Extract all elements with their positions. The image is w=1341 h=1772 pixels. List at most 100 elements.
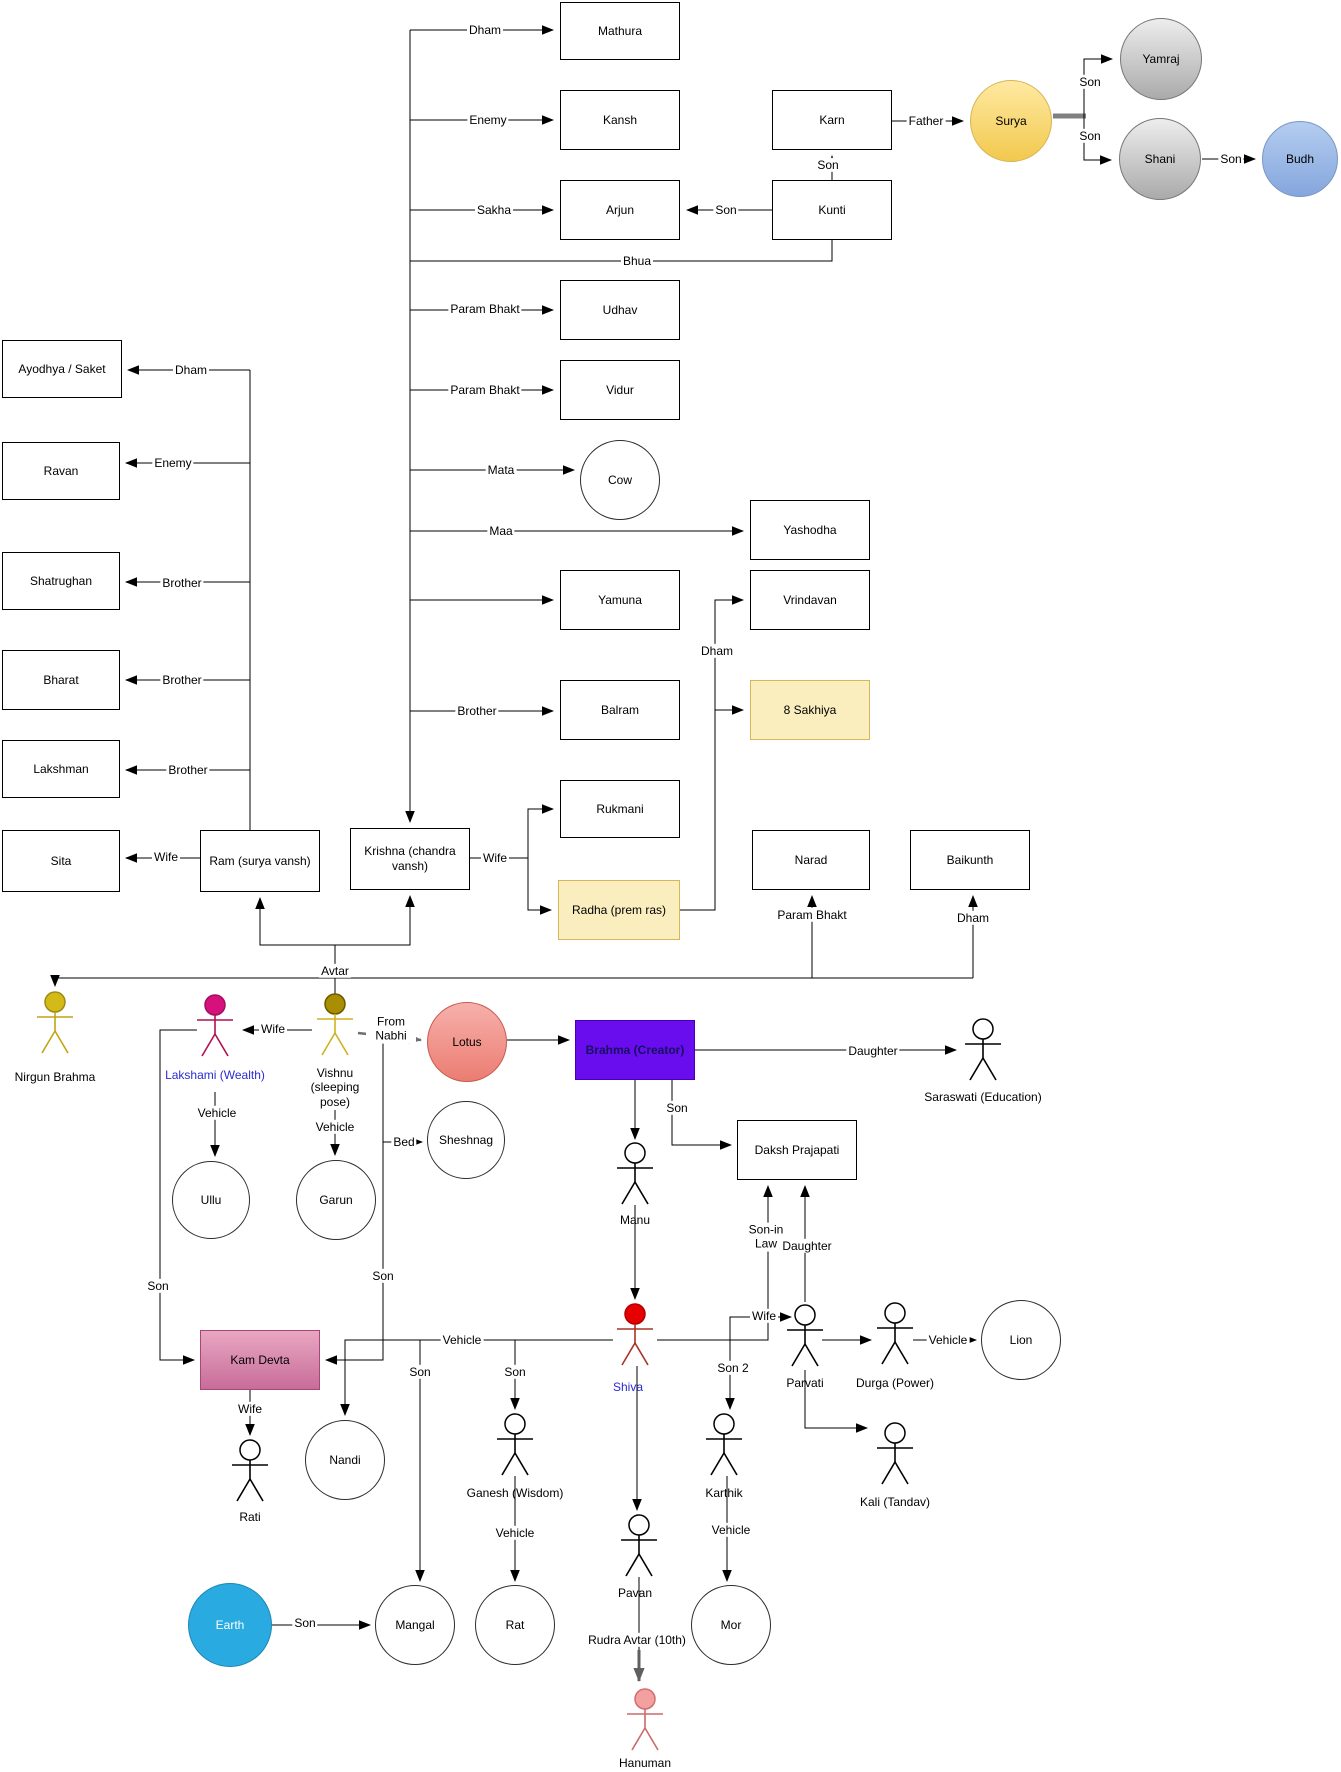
label-saraswati: Saraswati (Education)	[924, 1090, 1042, 1104]
edge-line	[527, 858, 552, 915]
edge-label-maa: Maa	[487, 523, 515, 539]
node-vidur: Vidur	[560, 360, 680, 420]
node-brahma: Brahma (Creator)	[575, 1020, 695, 1080]
edge-label-vehicle: Vehicle	[440, 1332, 484, 1348]
edge-label-son: Son	[1077, 128, 1103, 144]
node-radha: Radha (prem ras)	[558, 880, 680, 940]
edge-label-brother: Brother	[160, 672, 204, 688]
person-icon-parvati	[787, 1304, 823, 1367]
edge-label-daughter: Daughter	[780, 1238, 834, 1254]
edge-label-param-bhakt: Param Bhakt	[448, 382, 522, 398]
node-balram: Balram	[560, 680, 680, 740]
edge-label-wife: Wife	[481, 850, 509, 866]
node-rat: Rat	[475, 1585, 555, 1665]
person-icon-karthik	[706, 1413, 742, 1476]
node-sheshnag: Sheshnag	[427, 1101, 505, 1179]
node-yamuna: Yamuna	[560, 570, 680, 630]
node-rukmani: Rukmani	[560, 780, 680, 838]
person-icon-rati	[232, 1439, 268, 1502]
node-lion: Lion	[981, 1300, 1061, 1380]
edge-label-bed: Bed	[391, 1134, 417, 1150]
node-lakshman: Lakshman	[2, 740, 120, 798]
person-icon-manu	[617, 1142, 653, 1205]
label-vishnu: Vishnu (sleeping pose)	[310, 1066, 360, 1109]
node-earth: Earth	[188, 1583, 272, 1667]
node-ram: Ram (surya vansh)	[200, 830, 320, 892]
node-mor: Mor	[691, 1585, 771, 1665]
edge-label-dham: Dham	[954, 910, 992, 926]
node-lotus: Lotus	[427, 1002, 507, 1082]
node-garun: Garun	[296, 1160, 376, 1240]
edge-label-father: Father	[906, 113, 946, 129]
node-kunti: Kunti	[772, 180, 892, 240]
node-krishna: Krishna (chandra vansh)	[350, 828, 470, 890]
node-ullu: Ullu	[172, 1161, 250, 1239]
edge-label-from-nabhi: From Nabhi	[366, 1014, 416, 1044]
node-shani: Shani	[1119, 118, 1201, 200]
edge-label-vehicle: Vehicle	[195, 1105, 239, 1121]
node-karn: Karn	[772, 90, 892, 150]
edge-label-brother: Brother	[455, 703, 499, 719]
edge-label-param-bhakt: Param Bhakt	[448, 301, 522, 317]
label-lakshami: Lakshami (Wealth)	[165, 1068, 265, 1082]
node-mangal: Mangal	[375, 1585, 455, 1665]
label-hanuman: Hanuman	[618, 1756, 672, 1770]
person-icon-lakshami	[197, 994, 233, 1057]
person-icon-nirgun-brahma	[37, 991, 73, 1054]
edge-label-son: Son	[664, 1100, 690, 1116]
edge-label-vehicle: Vehicle	[493, 1525, 537, 1541]
edge-line	[335, 895, 415, 946]
edge-line	[255, 897, 336, 978]
label-durga: Durga (Power)	[855, 1376, 935, 1390]
node-ravan: Ravan	[2, 442, 120, 500]
edge-label-avtar: Avtar	[319, 963, 351, 979]
node-budh: Budh	[1262, 121, 1338, 197]
edge-label-son: Son	[1218, 151, 1244, 167]
edge-line	[159, 1029, 197, 1365]
person-icon-durga	[877, 1302, 913, 1365]
edge-label-vehicle: Vehicle	[313, 1119, 357, 1135]
edge-label-bhua: Bhua	[620, 253, 654, 269]
edge-label-son: Son	[370, 1268, 396, 1284]
node-yamraj: Yamraj	[1120, 18, 1202, 100]
node-shatrughan: Shatrughan	[2, 552, 120, 610]
edge-label-son: Son	[1077, 74, 1103, 90]
node-nandi: Nandi	[305, 1420, 385, 1500]
edge-line	[410, 240, 833, 262]
label-parvati: Parvati	[786, 1376, 824, 1390]
label-karthik: Karthik	[705, 1486, 743, 1500]
label-kali: Kali (Tandav)	[859, 1495, 931, 1509]
person-icon-ganesh	[497, 1413, 533, 1476]
edge-label-param-bhakt: Param Bhakt	[775, 907, 849, 923]
node-daksh-prajapati: Daksh Prajapati	[737, 1120, 857, 1180]
node-vrindavan: Vrindavan	[750, 570, 870, 630]
edge-label-brother: Brother	[166, 762, 210, 778]
edge-label-son: Son	[145, 1278, 171, 1294]
edge-label-mata: Mata	[485, 462, 517, 478]
edge-line	[340, 1339, 613, 1416]
edge-label-vehicle: Vehicle	[926, 1332, 970, 1348]
label-rati: Rati	[239, 1510, 261, 1524]
edge-label-son: Son	[292, 1615, 318, 1631]
node-ayodhya-saket: Ayodhya / Saket	[2, 340, 122, 398]
node-udhav: Udhav	[560, 280, 680, 340]
node-mathura: Mathura	[560, 2, 680, 60]
edge-label-vehicle: Vehicle	[709, 1522, 753, 1538]
edge-line	[804, 1370, 868, 1433]
node-sita: Sita	[2, 830, 120, 892]
node-bharat: Bharat	[2, 650, 120, 710]
node-baikunth: Baikunth	[910, 830, 1030, 890]
label-shiva: Shiva	[612, 1380, 644, 1394]
edge-label-brother: Brother	[160, 575, 204, 591]
edge-label-son: Son	[713, 202, 739, 218]
node-sakhiya-8: 8 Sakhiya	[750, 680, 870, 740]
edge-label-rudra-avtar-10th-: Rudra Avtar (10th)	[586, 1632, 688, 1648]
edge-label-wife: Wife	[259, 1021, 287, 1037]
node-kansh: Kansh	[560, 90, 680, 150]
edge-label-sakha: Sakha	[474, 202, 514, 218]
edge-label-son: Son	[407, 1364, 433, 1380]
edge-label-wife: Wife	[152, 849, 180, 865]
person-icon-pavan	[621, 1514, 657, 1577]
person-icon-shiva	[617, 1303, 653, 1366]
edge-label-daughter: Daughter	[846, 1043, 900, 1059]
